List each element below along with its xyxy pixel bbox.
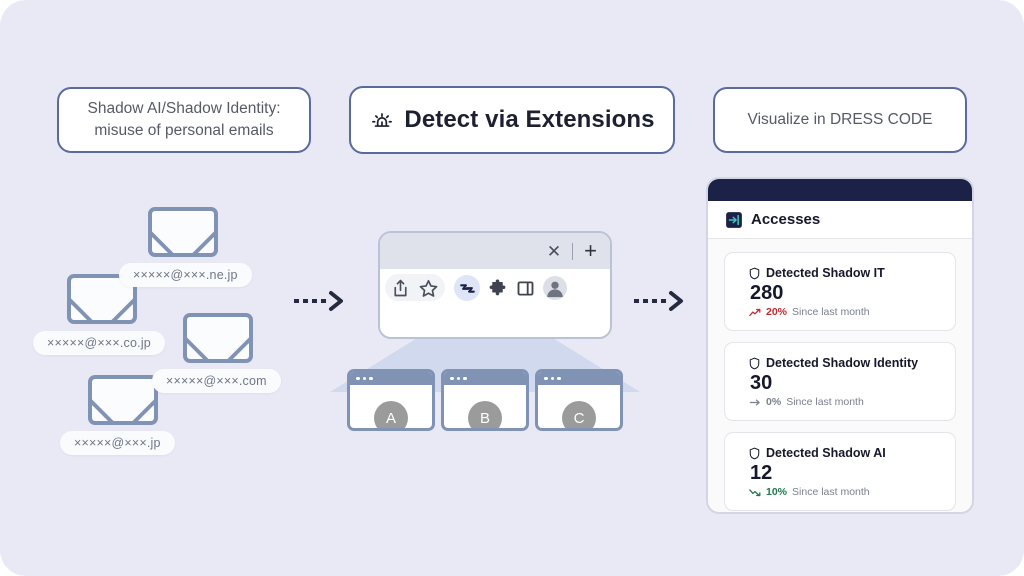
window-dot-icon: [456, 376, 460, 381]
envelope-icon: [148, 207, 218, 257]
email-pill: ×××××@×××.com: [152, 369, 281, 393]
step-box-problem: Shadow AI/Shadow Identity: misuse of per…: [57, 87, 311, 153]
window-dot-icon: [356, 376, 360, 381]
dashboard-header: Accesses: [708, 201, 972, 239]
email-pill: ×××××@×××.ne.jp: [119, 263, 252, 287]
dashboard-panel: Accesses Detected Shadow IT 280: [706, 177, 974, 514]
envelope-icon: [88, 375, 158, 425]
monitored-window: A: [347, 369, 435, 431]
shield-icon: [749, 447, 760, 460]
shield-icon: [749, 267, 760, 280]
stat-card-shadow-it[interactable]: Detected Shadow IT 280 20% Since last mo…: [724, 252, 956, 331]
stat-card-note: Since last month: [792, 486, 870, 498]
window-dot-icon: [544, 376, 548, 381]
browser-toolbar: [380, 269, 610, 307]
stat-card-shadow-ai[interactable]: Detected Shadow AI 12 10% Since last mon…: [724, 432, 956, 511]
email-pill: ×××××@×××.jp: [60, 431, 175, 455]
email-pill: ×××××@×××.co.jp: [33, 331, 165, 355]
sidebar-panel-icon[interactable]: [515, 278, 536, 299]
step-box-detect: Detect via Extensions: [349, 86, 675, 154]
stat-card-delta: 10%: [766, 486, 788, 498]
window-dot-icon: [557, 376, 561, 381]
monitored-window-label: C: [562, 401, 596, 428]
window-dot-icon: [450, 376, 454, 381]
window-dot-icon: [369, 376, 373, 381]
stat-card-title: Detected Shadow AI: [766, 446, 886, 460]
browser-tab-bar: ✕ +: [380, 233, 610, 269]
shield-icon: [749, 357, 760, 370]
window-dot-icon: [463, 376, 467, 381]
dashboard-title: Accesses: [751, 211, 821, 228]
monitored-window: C: [535, 369, 623, 431]
profile-avatar-icon[interactable]: [543, 276, 567, 300]
window-dot-icon: [550, 376, 554, 381]
new-tab-icon[interactable]: +: [584, 238, 597, 263]
extension-logo-icon[interactable]: [454, 275, 480, 301]
stat-card-value: 280: [750, 282, 784, 304]
detection-beam: [330, 296, 640, 396]
monitored-window-label: B: [468, 401, 502, 428]
monitored-window-label: A: [374, 401, 408, 428]
share-icon[interactable]: [390, 278, 411, 299]
dashed-arrow-right-icon-2: [632, 288, 688, 319]
siren-icon: [369, 107, 395, 133]
login-arrow-icon: [725, 211, 743, 229]
trend-flat-icon: [749, 398, 761, 407]
step-box-visualize: Visualize in DRESS CODE: [713, 87, 967, 153]
puzzle-piece-icon[interactable]: [487, 278, 508, 299]
stat-card-note: Since last month: [792, 306, 870, 318]
stat-card-delta: 20%: [766, 306, 788, 318]
stat-card-title: Detected Shadow Identity: [766, 356, 919, 370]
dashboard-topbar: [708, 179, 972, 201]
mini-window-titlebar: [350, 372, 432, 385]
star-icon[interactable]: [418, 278, 439, 299]
mini-window-titlebar: [444, 372, 526, 385]
stat-card-shadow-identity[interactable]: Detected Shadow Identity 30 0% Since las…: [724, 342, 956, 421]
step-detect-label: Detect via Extensions: [404, 106, 655, 133]
step-visualize-label: Visualize in DRESS CODE: [747, 111, 933, 128]
toolbar-divider: [572, 242, 574, 260]
dashboard-card-list: Detected Shadow IT 280 20% Since last mo…: [708, 239, 972, 511]
trend-down-icon: [749, 488, 761, 497]
window-dot-icon: [362, 376, 366, 381]
envelope-icon: [183, 313, 253, 363]
stat-card-value: 12: [750, 462, 773, 484]
trend-up-icon: [749, 308, 761, 317]
browser-content-area: [380, 307, 610, 337]
stat-card-value: 30: [750, 372, 773, 394]
close-icon[interactable]: ✕: [546, 241, 562, 261]
stat-card-delta: 0%: [766, 396, 782, 408]
mini-window-titlebar: [538, 372, 620, 385]
step-problem-label: Shadow AI/Shadow Identity: misuse of per…: [87, 99, 281, 139]
monitored-window: B: [441, 369, 529, 431]
stat-card-title: Detected Shadow IT: [766, 266, 885, 280]
dashed-arrow-right-icon: [292, 288, 348, 319]
browser-window: ✕ +: [378, 231, 612, 339]
stat-card-note: Since last month: [786, 396, 864, 408]
